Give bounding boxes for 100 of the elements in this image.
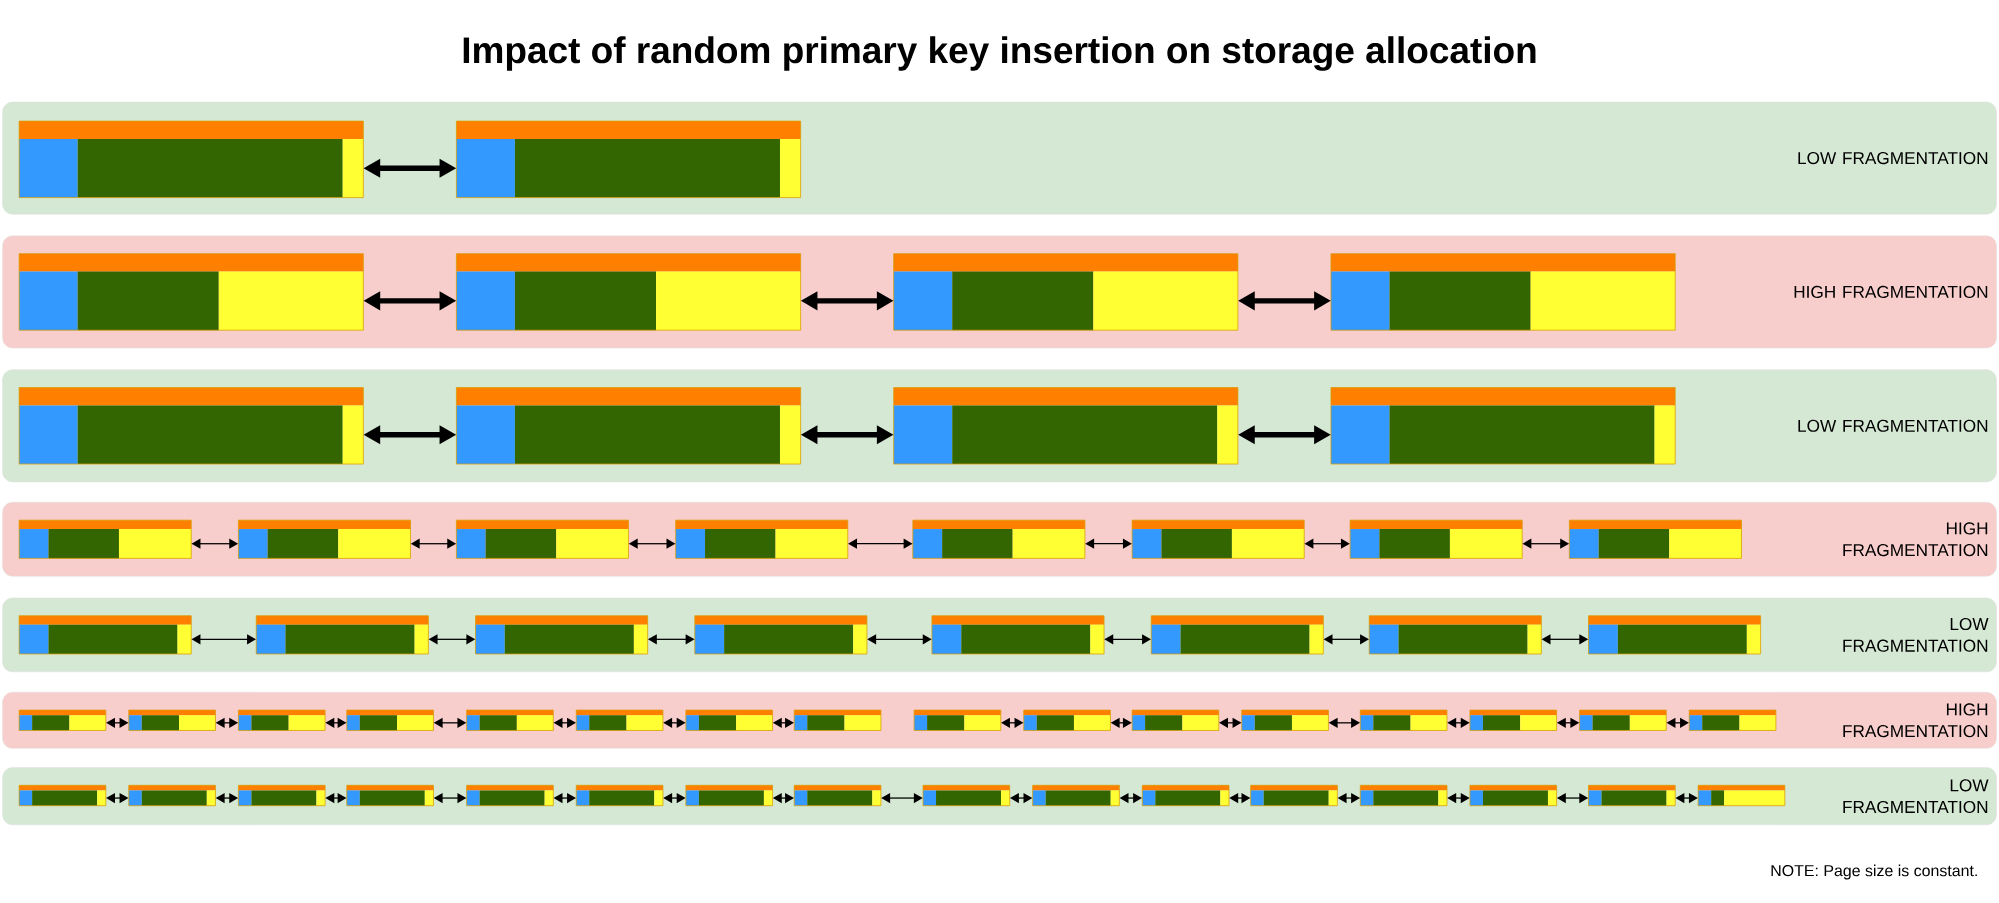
double-arrow (1104, 634, 1151, 645)
page-drawing (466, 709, 554, 732)
page-drawing (893, 387, 1239, 465)
page-drawing (346, 785, 434, 807)
double-arrow (1009, 793, 1033, 804)
double-arrow (1238, 425, 1331, 445)
page-drawing (1330, 253, 1676, 331)
page-drawing (1023, 709, 1111, 732)
double-arrow (881, 793, 923, 804)
page-drawing (1368, 615, 1542, 655)
page-drawing (1588, 615, 1761, 655)
page-drawing (1131, 519, 1305, 559)
double-arrow (410, 538, 457, 549)
double-arrow (363, 425, 457, 445)
double-arrow (1556, 717, 1580, 729)
page-drawing (1241, 709, 1329, 732)
double-arrow (1556, 793, 1589, 804)
page-drawing (1359, 709, 1448, 732)
note: NOTE: Page size is constant. (1771, 864, 1977, 880)
double-arrow (1337, 793, 1361, 804)
double-arrow (1447, 717, 1470, 729)
page-drawing (922, 785, 1011, 807)
page-drawing (575, 709, 664, 732)
double-arrow (215, 793, 239, 804)
double-arrow (1304, 538, 1350, 549)
double-arrow (663, 793, 686, 804)
double-arrow (1229, 793, 1251, 804)
double-arrow (1447, 793, 1470, 804)
page-drawing (793, 709, 882, 732)
double-arrow (325, 793, 347, 804)
page-drawing (1697, 785, 1786, 807)
page-drawing (1131, 709, 1220, 732)
double-arrow (1119, 793, 1143, 804)
page-drawing (912, 519, 1086, 559)
double-arrow (191, 634, 256, 645)
double-arrow (106, 793, 129, 804)
page-drawing (685, 709, 773, 732)
double-arrow (1219, 717, 1242, 729)
page-drawing (685, 785, 773, 807)
page-drawing (1150, 615, 1324, 655)
page-drawing (18, 253, 364, 331)
double-arrow (363, 158, 457, 179)
page-drawing (466, 785, 554, 807)
page-drawing (675, 519, 849, 559)
double-arrow (433, 793, 467, 804)
page-drawing (1688, 709, 1777, 732)
double-arrow (1328, 717, 1361, 729)
double-arrow (1666, 717, 1689, 729)
double-arrow (647, 634, 695, 645)
double-arrow (1238, 291, 1331, 311)
page-drawing (1141, 785, 1230, 807)
double-arrow (1085, 538, 1132, 549)
page-drawing (18, 519, 192, 559)
page-drawing (1588, 785, 1676, 807)
double-arrow (772, 717, 794, 729)
page-drawing (1569, 519, 1742, 559)
double-arrow (800, 291, 894, 311)
double-arrow (553, 717, 576, 729)
page-drawing (456, 519, 629, 559)
page-drawing (456, 387, 801, 465)
page-drawing (346, 709, 434, 732)
page-drawing (1359, 785, 1448, 807)
page-drawing (18, 387, 364, 465)
page-drawing (793, 785, 882, 807)
double-arrow (428, 634, 476, 645)
page-drawing (575, 785, 664, 807)
page-drawing (694, 615, 868, 655)
page-drawing (1349, 519, 1523, 559)
double-arrow (433, 717, 467, 729)
double-arrow (215, 717, 239, 729)
double-arrow (1110, 717, 1132, 729)
double-arrow (867, 634, 932, 645)
double-arrow (663, 717, 686, 729)
page-drawing (1250, 785, 1338, 807)
double-arrow (191, 538, 239, 549)
double-arrow (1323, 634, 1369, 645)
double-arrow (1001, 717, 1024, 729)
page-drawing (18, 120, 364, 199)
double-arrow (1541, 634, 1589, 645)
page-drawing (1469, 785, 1557, 807)
double-arrow (325, 717, 347, 729)
page-drawing (255, 615, 429, 655)
double-arrow (553, 793, 576, 804)
page-drawing (128, 709, 216, 732)
page-drawing (1032, 785, 1120, 807)
page-drawing (238, 519, 411, 559)
double-arrow (628, 538, 676, 549)
double-arrow (1522, 538, 1570, 549)
title: Impact of random primary key insertion on storage allocation (463, 36, 1536, 72)
double-arrow (363, 291, 457, 311)
page-drawing (18, 785, 107, 807)
double-arrow (106, 717, 129, 729)
double-arrow (800, 425, 894, 445)
page-drawing (128, 785, 216, 807)
double-arrow (848, 538, 913, 549)
page-drawing (456, 253, 801, 331)
page-drawing (931, 615, 1105, 655)
page-drawing (238, 709, 326, 732)
double-arrow (772, 793, 794, 804)
double-arrow (1675, 793, 1698, 804)
